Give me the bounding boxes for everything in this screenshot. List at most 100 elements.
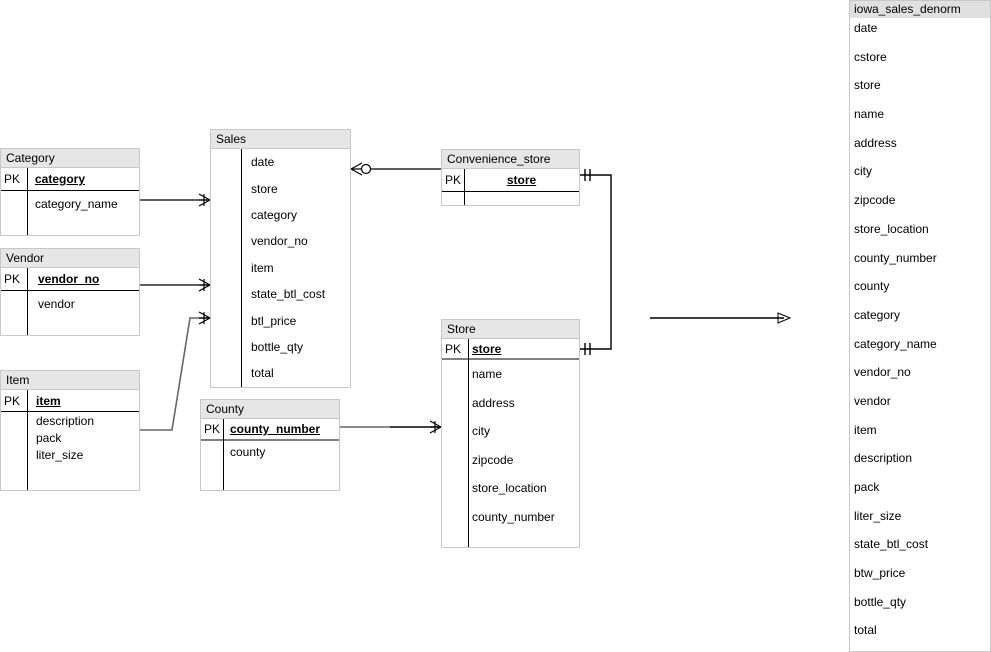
entity-category-attr-row: category_name: [1, 191, 139, 217]
entity-sales-attr-row: item: [211, 255, 350, 281]
denorm-column-item: vendor_no: [854, 365, 911, 380]
denorm-column-item: description: [854, 451, 913, 466]
entity-county[interactable]: County PK county_number county: [200, 399, 340, 491]
entity-county-attr-row: county: [201, 441, 339, 463]
key-label: PK: [4, 393, 21, 408]
entity-sales-attr-row: btl_price: [211, 307, 350, 333]
entity-store-attr-1: address: [472, 395, 515, 410]
denormalized-table-panel[interactable]: iowa_sales_denorm date cstore store name add…: [849, 0, 991, 652]
entity-sales-attr-row: bottle_qty: [211, 334, 350, 360]
denorm-column-item: bottle_qty: [854, 594, 907, 609]
entity-store-attr-4: store_location: [472, 481, 547, 496]
entity-category-attr-0: category_name: [35, 197, 118, 211]
entity-store-attr-row: county_number: [442, 503, 579, 532]
entity-category-pk-field: category: [35, 172, 86, 186]
entity-sales[interactable]: Sales date store category vendor_no item…: [210, 129, 351, 388]
entity-vendor[interactable]: Vendor PK vendor_no vendor: [0, 248, 140, 336]
denorm-column-item: store: [854, 78, 881, 93]
entity-convenience-store-pk-field: store: [506, 173, 537, 187]
entity-store-attr-row: name: [442, 360, 579, 389]
entity-vendor-pk-field: vendor_no: [38, 272, 100, 286]
entity-category[interactable]: Category PK category category_name: [0, 148, 140, 236]
denorm-column-item: item: [854, 422, 877, 437]
entity-sales-attr-4: item: [251, 260, 274, 275]
entity-sales-attr-5: state_btl_cost: [251, 287, 326, 302]
entity-sales-attr-7: bottle_qty: [251, 339, 304, 354]
entity-county-title: County: [201, 400, 339, 419]
denorm-column-item: btw_price: [854, 566, 906, 581]
entity-item-title: Item: [1, 371, 139, 390]
entity-item[interactable]: Item PK item description pack liter_size: [0, 370, 140, 491]
key-label: PK: [204, 422, 221, 436]
entity-sales-attr-row: total: [211, 360, 350, 386]
entity-convenience-store-title: Convenience_store: [442, 150, 579, 169]
entity-sales-title: Sales: [211, 130, 350, 149]
denorm-column-item: name: [854, 107, 885, 122]
entity-store[interactable]: Store PK store name address city zipcode…: [441, 319, 580, 548]
entity-sales-attr-1: store: [251, 181, 278, 196]
denorm-column-item: city: [854, 164, 872, 179]
entity-category-blank-row: [1, 217, 139, 235]
entity-store-attr-row: store_location: [442, 474, 579, 503]
entity-sales-attr-row: category: [211, 202, 350, 228]
entity-sales-attr-0: date: [251, 155, 275, 170]
entity-county-pk-field: county_number: [230, 422, 321, 436]
denorm-column-item: address: [854, 135, 897, 150]
entity-sales-attr-6: btl_price: [251, 313, 297, 328]
entity-item-attr-2: liter_size: [36, 447, 84, 462]
entity-store-attr-row: address: [442, 389, 579, 418]
entity-sales-attr-row: state_btl_cost: [211, 281, 350, 307]
entity-vendor-blank-row: [1, 317, 139, 335]
connector-conveniencestore-store: [580, 169, 612, 355]
entity-store-title: Store: [442, 320, 579, 339]
entity-item-attr-row: pack: [1, 429, 139, 446]
entity-store-attr-5: county_number: [472, 509, 555, 524]
entity-store-attr-row: city: [442, 417, 579, 446]
denorm-column-item: vendor: [854, 393, 891, 408]
entity-sales-attr-2: category: [251, 207, 298, 222]
entity-vendor-attr-row: vendor: [1, 291, 139, 317]
key-label: PK: [445, 341, 462, 356]
entity-county-blank-row: [201, 463, 339, 490]
denorm-column-item: store_location: [854, 221, 929, 236]
denorm-column-item: county_number: [854, 250, 937, 265]
entity-vendor-title: Vendor: [1, 249, 139, 268]
entity-vendor-attr-0: vendor: [38, 297, 75, 311]
key-label: PK: [4, 272, 21, 286]
denorm-column-item: liter_size: [854, 508, 902, 523]
entity-sales-attr-3: vendor_no: [251, 234, 308, 249]
entity-store-pk-field: store: [472, 341, 502, 356]
entity-store-attr-2: city: [472, 424, 490, 439]
entity-store-attr-row: zipcode: [442, 446, 579, 475]
entity-convenience-store[interactable]: Convenience_store PK store: [441, 149, 580, 206]
entity-county-pk-row: PK county_number: [201, 419, 339, 441]
connector-vendor-sales: [140, 278, 211, 292]
entity-vendor-pk-row: PK vendor_no: [1, 268, 139, 291]
entity-convenience-store-blank-row: [442, 192, 579, 205]
entity-item-pk-field: item: [36, 393, 61, 408]
entity-sales-attr-8: total: [251, 366, 274, 381]
denorm-column-item: county: [854, 279, 890, 294]
denorm-column-item: category: [854, 307, 901, 322]
connector-sales-conveniencestore: [350, 162, 441, 176]
denorm-column-item: total: [854, 623, 877, 638]
denorm-table-title: iowa_sales_denorm: [850, 1, 990, 18]
entity-convenience-store-pk-row: PK store: [442, 169, 579, 192]
denorm-column-item: category_name: [854, 336, 937, 351]
entity-item-attr-row: description: [1, 412, 139, 429]
entity-county-attr-0: county: [230, 445, 266, 459]
entity-sales-attr-row: store: [211, 175, 350, 201]
connector-county-store: [340, 420, 442, 434]
entity-item-blank-row: [1, 463, 139, 490]
entity-sales-attr-row: date: [211, 149, 350, 175]
entity-sales-attr-row: vendor_no: [211, 228, 350, 254]
key-label: PK: [445, 173, 462, 187]
denorm-column-item: cstore: [854, 49, 887, 64]
denorm-column-item: date: [854, 21, 878, 35]
entity-item-pk-row: PK item: [1, 390, 139, 412]
entity-category-title: Category: [1, 149, 139, 168]
entity-store-blank-row: [442, 531, 579, 547]
entity-store-pk-row: PK store: [442, 339, 579, 360]
entity-item-attr-1: pack: [36, 430, 62, 445]
entity-item-attr-row: liter_size: [1, 446, 139, 463]
